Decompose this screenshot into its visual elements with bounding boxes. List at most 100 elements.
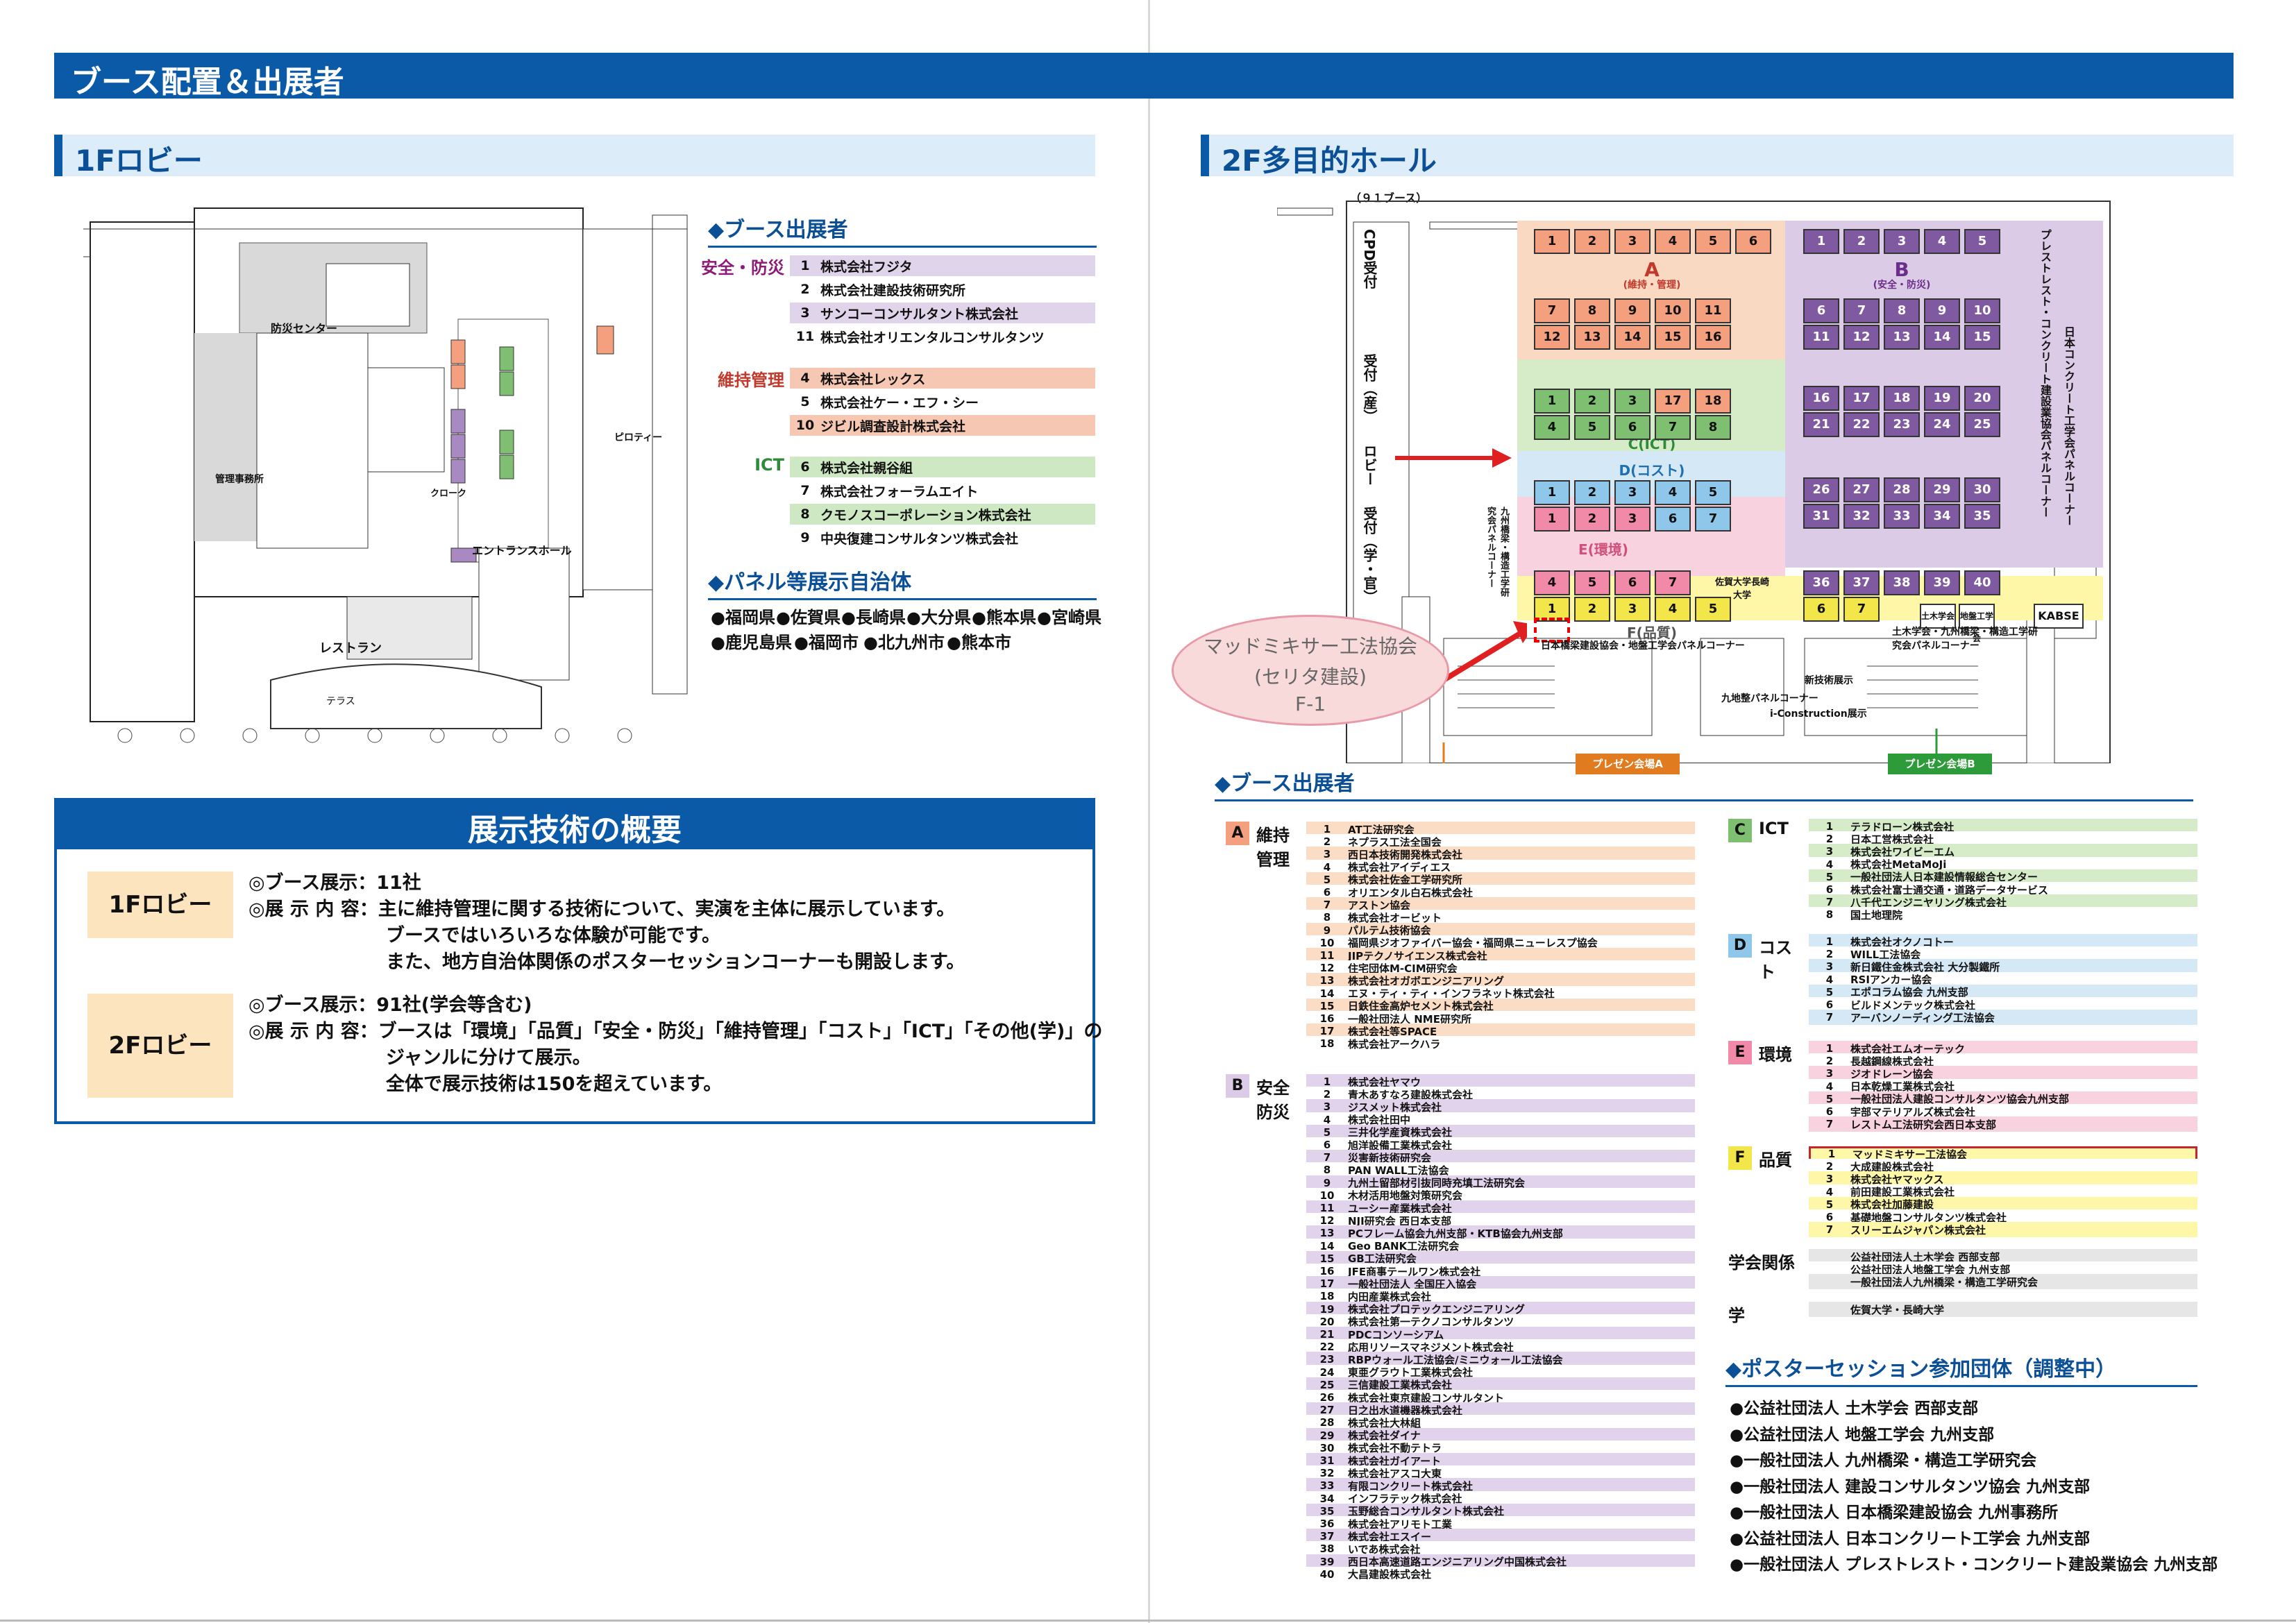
legend-exhibitor: 株式会社アークハラ (1348, 1037, 1441, 1051)
category-name: 維持管理 (1256, 826, 1290, 869)
legend-number: 32 (1319, 1467, 1335, 1480)
legend-exhibitor: WILL工法協会 (1850, 948, 1921, 961)
booth-cell: 17 (1655, 389, 1691, 414)
label-lobby: ロビー (1361, 444, 1378, 486)
booth-cell: 12 (1843, 325, 1880, 350)
legend-exhibitor: 日本工営株式会社 (1850, 833, 1934, 846)
label-kyushu-bridge-panel: 九州橋梁・構造工学研究会パネルコーナー (1485, 507, 1509, 597)
zone-a-sublabel: (維持・管理) (1623, 280, 1681, 291)
legend-exhibitor: 西日本高速道路エンジニアリング中国株式会社 (1348, 1556, 1567, 1569)
overview-line: ◎展 示 内 容：主に維持管理に関する技術について、実演を主体に展示しています。 (248, 899, 956, 920)
booth-cell: 1 (1534, 507, 1570, 532)
booth-cell: 3 (1614, 480, 1651, 505)
legend-number: 17 (1319, 1025, 1335, 1038)
legend-exhibitor: 株式会社オービット (1348, 911, 1442, 924)
booth-cell: 32 (1843, 504, 1880, 529)
booth-cell: 4 (1655, 229, 1691, 254)
booth-cell: 6 (1614, 570, 1651, 595)
booth-cell: 3 (1614, 597, 1651, 622)
legend-number: 7 (1825, 1011, 1834, 1024)
legend-number: 8 (1323, 1164, 1331, 1177)
booth-cell: 4 (1655, 597, 1691, 622)
legend-number: 16 (1319, 1012, 1335, 1025)
legend-number: 6 (1825, 1211, 1834, 1223)
booth-cell: 19 (1924, 386, 1960, 411)
legend-number: 30 (1319, 1441, 1335, 1454)
booth-cell: 21 (1803, 412, 1839, 437)
legend-number: 38 (1319, 1543, 1335, 1556)
booth-cell: 5 (1695, 597, 1731, 622)
booth-cell: 9 (1924, 298, 1960, 323)
main-header-bar: ブース配置＆出展者 (54, 53, 2234, 100)
label-kyushu-panel: 九地整パネルコーナー (1721, 693, 1818, 704)
legend-exhibitor: 大成建設株式会社 (1850, 1160, 1934, 1173)
booth-cell: 40 (1964, 570, 2000, 595)
legend-number: 23 (1319, 1353, 1335, 1366)
legend-number: 16 (1319, 1265, 1335, 1277)
booth-number: 8 (800, 507, 810, 522)
label-newtech: 新技術展示 (1805, 675, 1853, 686)
poster-item: ●一般社団法人 日本橋梁建設協会 九州事務所 (1730, 1504, 2059, 1522)
legend-number: 1 (1323, 1076, 1331, 1088)
legend-exhibitor: 株式会社田中 (1348, 1114, 1411, 1127)
legend-number: 6 (1323, 886, 1331, 899)
legend-number: 18 (1319, 1290, 1335, 1303)
legend-number: 3 (1825, 1067, 1834, 1080)
legend-exhibitor: 宇部マテリアルズ株式会社 (1850, 1105, 1975, 1119)
booth-cell: 27 (1843, 477, 1880, 502)
prefecture-item: ●長崎県 (841, 608, 906, 627)
label-disaster-center: 防災センター (271, 322, 338, 335)
booth-number: 2 (800, 282, 810, 297)
booth-saga-nagasaki: 佐賀大学長崎大学 (1714, 577, 1769, 601)
booth-cell: 14 (1924, 325, 1960, 350)
legend-exhibitor: Geo BANK工法研究会 (1348, 1240, 1460, 1253)
label-right-panel-corner: 土木学会・九州橋梁・構造工学研究会パネルコーナー (1892, 627, 2038, 652)
callout-line3: F-1 (1294, 692, 1326, 715)
label-iconstruction: i-Construction展示 (1770, 708, 1867, 720)
legend-number: 28 (1319, 1416, 1335, 1429)
booth-cell: 33 (1884, 504, 1920, 529)
legend-exhibitor: 株式会社アイディエス (1348, 861, 1451, 874)
booth-number: 11 (795, 329, 815, 344)
legend-number: 21 (1319, 1328, 1335, 1341)
floor-plan-1f-svg (83, 207, 688, 743)
legend-row: 公益社団法人土木学会 西部支部 (1809, 1249, 2197, 1264)
booth-cell: 36 (1803, 570, 1839, 595)
category-badge: A (1226, 822, 1249, 845)
booth-number: 4 (800, 371, 810, 386)
label-reception-academic: 受付（学・官） (1361, 507, 1378, 604)
legend-number: 13 (1319, 1227, 1335, 1240)
legend-number: 17 (1319, 1277, 1335, 1291)
legend-exhibitor: 株式会社オガボエンジニアリング (1348, 974, 1505, 987)
legend-exhibitor: PAN WALL工法協会 (1348, 1164, 1449, 1177)
legend-number: 1 (1825, 820, 1834, 833)
legend-number: 6 (1825, 883, 1834, 896)
legend-exhibitor: 玉野総合コンサルタント株式会社 (1348, 1505, 1505, 1518)
legend-exhibitor: 東亜グラウト工業株式会社 (1348, 1366, 1474, 1379)
legend-exhibitor: 一般社団法人建設コンサルタンツ協会九州支部 (1850, 1093, 2070, 1106)
category-name: 品質 (1759, 1150, 1792, 1170)
booth-cell: 13 (1574, 325, 1610, 350)
legend-exhibitor: JIPテクノサイエンス株式会社 (1348, 949, 1487, 962)
legend-number: 10 (1319, 936, 1335, 949)
